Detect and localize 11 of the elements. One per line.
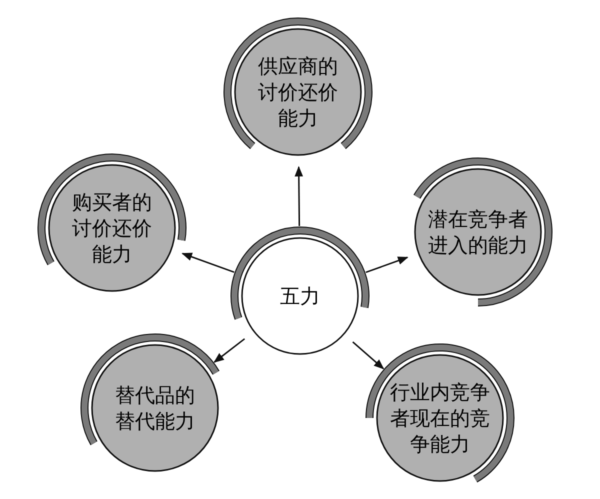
node-label: 潜在竞争者进入的能力	[427, 206, 529, 258]
node-label: 五力	[279, 283, 321, 309]
node-label: 行业内竞争者现在的竞争能力	[389, 379, 491, 457]
arrow	[182, 252, 234, 273]
arrow	[214, 338, 246, 363]
arrow	[352, 341, 384, 370]
arrow	[366, 256, 408, 274]
node-label: 供应商的讨价还价能力	[257, 53, 339, 131]
arrow	[294, 166, 304, 226]
node-label: 替代品的替代能力	[114, 382, 196, 434]
node-label: 购买者的讨价还价能力	[71, 189, 153, 267]
